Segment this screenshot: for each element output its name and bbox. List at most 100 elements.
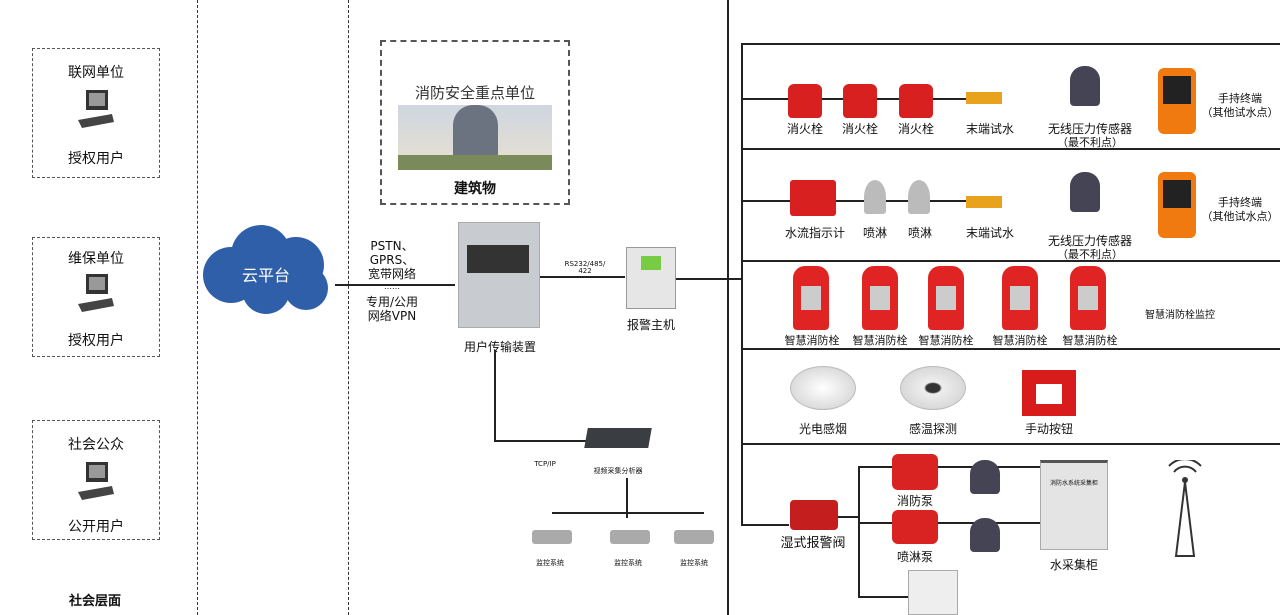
test-valve-icon <box>966 92 1002 104</box>
device-label: 湿式报警阀 <box>780 536 846 551</box>
camera-label: 监控系统 <box>536 559 564 567</box>
link-video <box>494 440 586 442</box>
smart-hydrant-icon <box>862 266 898 330</box>
device-label: 末端试水 <box>965 226 1014 240</box>
transmitter-device <box>458 222 540 328</box>
pressure-sensor-icon <box>1070 172 1100 212</box>
link-video <box>626 478 628 518</box>
alarm-host-label: 报警主机 <box>626 318 675 332</box>
row-divider <box>741 43 1280 45</box>
handheld-terminal-icon <box>1158 68 1196 134</box>
sprinkler-pump-icon <box>892 510 938 544</box>
camera-icon <box>674 530 714 544</box>
device-label: 智慧消防栓 <box>1062 334 1118 347</box>
pressure-sensor-icon <box>1070 66 1100 106</box>
network-label: 宽带网络 <box>367 267 416 281</box>
alarm-host-device <box>626 247 676 309</box>
divider-mid <box>348 0 349 615</box>
pipe <box>858 466 1040 468</box>
sprinkler-icon <box>908 180 930 214</box>
link-transmitter-host <box>540 276 625 278</box>
device-label: 水流指示计 <box>784 226 845 240</box>
device-label: 消火栓 <box>786 122 823 136</box>
test-valve-icon <box>966 196 1002 208</box>
computer-icon <box>76 460 116 504</box>
pipe <box>858 522 1040 524</box>
control-box <box>908 570 958 615</box>
pressure-sensor-icon <box>970 518 1000 552</box>
group-maintenance-unit <box>32 237 160 357</box>
smart-hydrant-icon <box>1070 266 1106 330</box>
terminal-note: （其他试水点） <box>1201 106 1279 119</box>
device-label: 智慧消防栓 <box>992 334 1048 347</box>
pipe <box>858 466 860 596</box>
rs-label: 422 <box>578 267 592 275</box>
tcp-label: TCP/IP <box>534 460 556 468</box>
terminal-note: （其他试水点） <box>1201 210 1279 223</box>
group-user: 公开用户 <box>68 519 124 535</box>
device-label: 末端试水 <box>965 122 1014 136</box>
terminal-label: 手持终端 <box>1218 92 1262 105</box>
sprinkler-icon <box>864 180 886 214</box>
rs-label: RS232/485/ <box>564 260 606 268</box>
device-label: 光电感烟 <box>798 422 847 436</box>
transmitter-label: 用户传输装置 <box>463 340 536 354</box>
cloud-icon <box>203 225 328 314</box>
link-video <box>494 350 496 440</box>
row-divider <box>741 443 1280 445</box>
divider-left <box>197 0 198 615</box>
device-label: 水采集柜 <box>1049 558 1098 572</box>
network-label: GPRS、 <box>369 253 415 267</box>
row-note: 智慧消防栓监控 <box>1145 310 1215 321</box>
field-bus <box>741 44 743 526</box>
device-label: 消防泵 <box>896 494 933 508</box>
group-user: 授权用户 <box>68 151 124 167</box>
pipe <box>741 200 986 202</box>
cloud-label: 云平台 <box>241 266 290 285</box>
network-label: PSTN、 <box>370 239 414 253</box>
analyzer-label: 视频采集分析器 <box>593 467 643 475</box>
device-label: 喷淋 <box>862 226 887 240</box>
camera-label: 监控系统 <box>680 559 708 567</box>
alarm-valve-icon <box>790 500 838 530</box>
smart-hydrant-icon <box>793 266 829 330</box>
device-label: 喷淋 <box>907 226 932 240</box>
pipe <box>858 596 908 598</box>
device-label: 智慧消防栓 <box>784 334 840 347</box>
divider-right <box>727 0 729 615</box>
group-user: 授权用户 <box>68 333 124 349</box>
building-title: 消防安全重点单位 <box>414 84 535 102</box>
network-label: 专用/公用 <box>365 295 419 309</box>
computer-icon <box>76 88 116 132</box>
hydrant-valve-icon <box>899 84 933 118</box>
link-video <box>552 512 704 514</box>
video-analyzer-device <box>584 428 652 448</box>
layer-label: 社会层面 <box>68 594 121 609</box>
camera-icon <box>532 530 572 544</box>
camera-label: 监控系统 <box>614 559 642 567</box>
fire-pump-icon <box>892 454 938 490</box>
collection-cabinet <box>1040 460 1108 550</box>
group-networked-unit <box>32 48 160 178</box>
group-public <box>32 420 160 540</box>
group-title: 社会公众 <box>68 437 124 453</box>
network-label: …… <box>384 282 400 291</box>
building-label: 建筑物 <box>454 181 496 197</box>
flow-indicator-icon <box>790 180 836 216</box>
handheld-terminal-icon <box>1158 172 1196 238</box>
row-divider <box>741 148 1280 150</box>
smoke-detector-icon <box>790 366 856 410</box>
smart-hydrant-icon <box>1002 266 1038 330</box>
wireless-antenna-icon <box>1168 460 1202 557</box>
heat-detector-icon <box>900 366 966 410</box>
pressure-sensor-icon <box>970 460 1000 494</box>
hydrant-valve-icon <box>843 84 877 118</box>
device-label: 感温探测 <box>908 422 957 436</box>
row-divider <box>741 260 1280 262</box>
sensor-label: 无线压力传感器 <box>1047 122 1132 136</box>
sensor-note: （最不利点） <box>1057 136 1123 149</box>
device-label: 喷淋泵 <box>896 550 933 564</box>
row-divider <box>741 348 1280 350</box>
sensor-note: （最不利点） <box>1057 248 1123 261</box>
pipe <box>838 516 858 518</box>
